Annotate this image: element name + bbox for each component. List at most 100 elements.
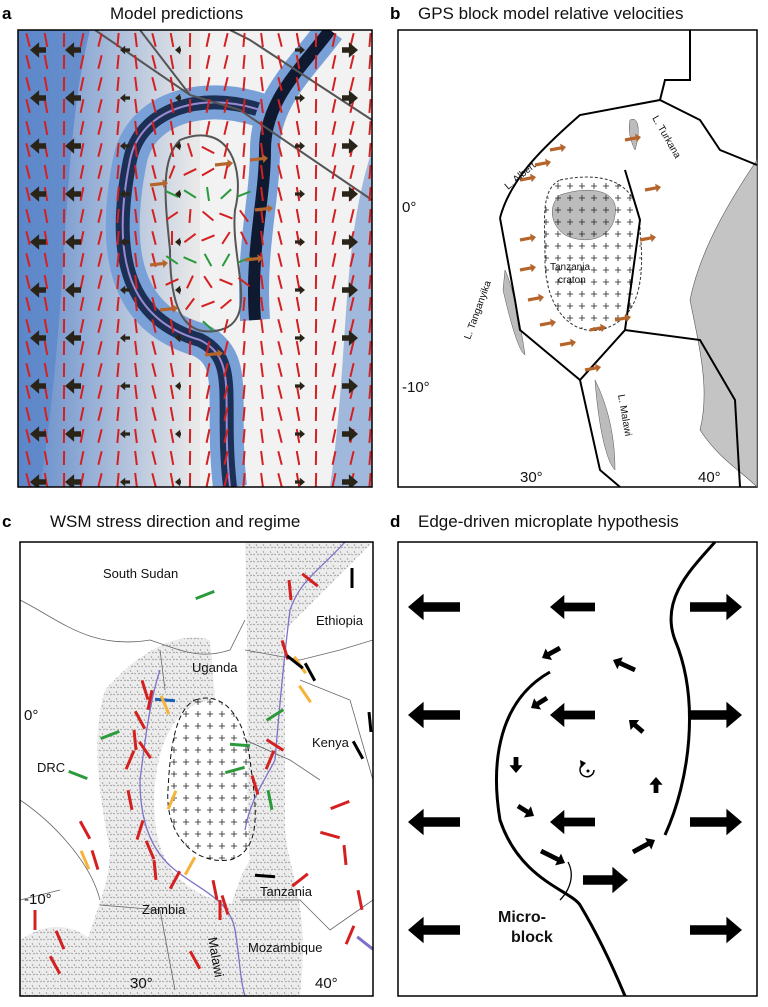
- stress-tick: [277, 54, 283, 70]
- stress-tick: [223, 32, 229, 48]
- stress-tick: [277, 340, 283, 356]
- stress-tick: [188, 208, 192, 224]
- stress-tick: [242, 384, 246, 400]
- stress-tick: [331, 164, 337, 180]
- stress-tick: [25, 76, 31, 92]
- stress-tick: [134, 384, 138, 400]
- stress-tick: [43, 274, 49, 290]
- stress-indicator-strike-slip: [195, 589, 215, 601]
- velocity-arrow-west: [30, 234, 46, 250]
- stress-indicator-normal: [211, 879, 219, 901]
- velocity-arrow-microplate: [149, 179, 168, 188]
- velocity-arrow-west: [120, 189, 130, 199]
- stress-indicator-strike-slip: [100, 729, 120, 741]
- stress-tick: [260, 406, 264, 422]
- velocity-arrow-east: [342, 42, 358, 58]
- gps-velocity-arrow: [519, 233, 536, 243]
- stress-tick: [295, 318, 301, 334]
- gps-velocity-arrow: [519, 173, 536, 183]
- gps-velocity-arrow: [519, 263, 536, 273]
- stress-indicator-normal: [188, 950, 202, 970]
- stress-tick: [97, 428, 103, 444]
- velocity-arrow-east: [342, 90, 358, 106]
- stress-indicator-oblique: [298, 684, 312, 704]
- stress-indicator-unknown: [254, 873, 276, 879]
- stress-tick: [43, 164, 49, 180]
- gps-velocity-arrows: [519, 133, 661, 373]
- stress-tick: [201, 145, 215, 155]
- stress-tick: [277, 318, 283, 334]
- stress-tick: [79, 274, 85, 290]
- stress-tick: [205, 450, 211, 466]
- stress-tick: [79, 384, 85, 400]
- stress-indicator-normal: [264, 750, 276, 770]
- stress-tick: [349, 318, 355, 334]
- stress-tick: [368, 450, 372, 466]
- stress-indicator-normal: [132, 729, 138, 751]
- panel-c-map: South Sudan Ethiopia Uganda Kenya DRC Ta…: [20, 542, 373, 996]
- velocity-arrow-west: [30, 186, 46, 202]
- stress-tick: [295, 208, 301, 224]
- stress-tick: [237, 190, 251, 198]
- lake-tanganyika: [502, 269, 526, 356]
- stress-tick: [295, 98, 301, 114]
- stress-indicator-normal: [140, 680, 150, 700]
- stress-tick: [43, 252, 49, 268]
- stress-tick: [186, 275, 194, 289]
- stress-tick: [242, 406, 246, 422]
- extension-arrow-east: [690, 701, 742, 729]
- stress-tick: [331, 76, 337, 92]
- gps-velocity-arrow: [614, 313, 631, 323]
- stress-tick: [79, 450, 85, 466]
- stress-tick: [97, 208, 103, 224]
- stress-tick: [205, 428, 211, 444]
- velocity-arrow-east: [295, 285, 305, 295]
- stress-tick: [25, 186, 31, 202]
- stress-tick: [223, 450, 229, 466]
- stress-tick: [116, 362, 120, 378]
- velocity-arrow-east: [295, 141, 305, 151]
- stress-tick: [79, 186, 85, 202]
- stress-tick: [43, 120, 49, 136]
- stress-tick: [79, 428, 85, 444]
- velocity-arrow-west: [120, 141, 130, 151]
- stress-indicator-normal: [291, 872, 309, 888]
- stress-tick: [368, 98, 372, 114]
- stress-indicator-normal: [356, 889, 364, 911]
- stress-tick: [368, 362, 372, 378]
- stress-tick: [368, 142, 372, 158]
- stress-tick: [368, 32, 372, 48]
- velocity-arrow-west: [175, 93, 181, 103]
- stress-tick: [201, 210, 215, 222]
- stress-tick: [116, 186, 120, 202]
- stress-tick: [151, 76, 157, 92]
- stress-tick: [79, 208, 85, 224]
- stress-tick: [151, 186, 157, 202]
- velocity-arrow-west: [175, 477, 181, 487]
- stress-tick: [201, 234, 215, 242]
- stress-tick: [260, 76, 264, 92]
- stress-tick: [116, 340, 120, 356]
- stress-tick: [43, 76, 49, 92]
- stress-tick: [25, 164, 31, 180]
- stress-tick: [349, 120, 355, 136]
- stress-tick: [79, 340, 85, 356]
- stress-tick: [151, 164, 157, 180]
- stress-tick: [368, 54, 372, 70]
- stress-tick: [368, 428, 372, 444]
- stress-indicator-oblique: [79, 850, 91, 870]
- rotation-arrow: [531, 695, 549, 710]
- stress-tick: [223, 362, 229, 378]
- stress-tick: [331, 384, 337, 400]
- stress-tick: [151, 472, 157, 487]
- stress-tick: [97, 472, 103, 487]
- stress-tick: [368, 406, 372, 422]
- velocity-arrow-west: [30, 330, 46, 346]
- stress-tick: [242, 76, 246, 92]
- stress-tick: [169, 384, 175, 400]
- stress-tick: [223, 428, 229, 444]
- velocity-arrow-east: [295, 93, 305, 103]
- country-borders: [20, 599, 373, 991]
- stress-tick: [331, 428, 337, 444]
- stress-tick: [242, 54, 246, 70]
